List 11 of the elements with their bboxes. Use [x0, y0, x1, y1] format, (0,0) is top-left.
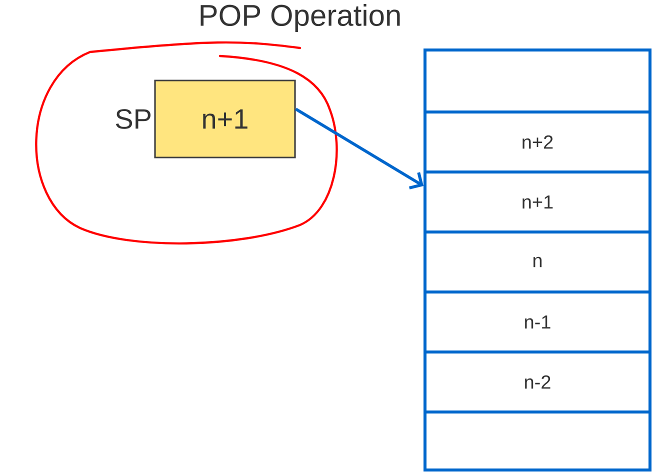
- register-box: n+1: [154, 80, 296, 158]
- register-label: SP: [116, 109, 151, 129]
- title: POP Operation: [200, 4, 400, 32]
- arrow: [295, 108, 424, 190]
- stack-cell: n-1: [424, 290, 652, 354]
- stack-cell: [424, 48, 652, 114]
- stack-cell: n+1: [424, 170, 652, 234]
- stack-cell: n: [424, 230, 652, 294]
- stack-cell: n-2: [424, 350, 652, 414]
- stack-cell: [424, 410, 652, 472]
- stack-cell: n+2: [424, 110, 652, 174]
